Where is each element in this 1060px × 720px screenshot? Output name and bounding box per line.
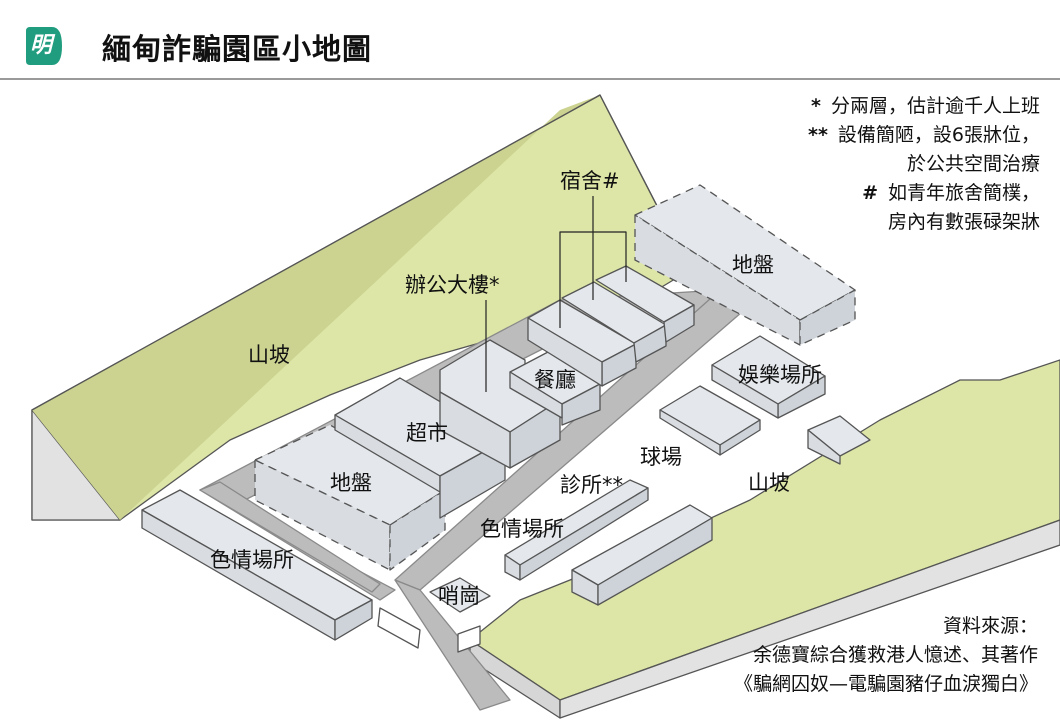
legend-note: *分兩層，估計逾千人上班 — [811, 95, 1040, 117]
adult-venue-left-building — [141, 489, 373, 641]
court-building — [659, 385, 761, 456]
office-building — [439, 339, 561, 469]
hill-right — [469, 359, 1060, 719]
label-land-plot-right: 地盤 — [732, 253, 774, 277]
hill-left — [31, 94, 691, 521]
legend: *分兩層，估計逾千人上班 **設備簡陋，設6張牀位， 於公共空間治療 #如青年旅… — [808, 92, 1040, 237]
legend-note-continued: 房內有數張碌架牀 — [887, 211, 1040, 233]
canteen-building — [509, 351, 601, 426]
adult-venue-center-building — [571, 504, 713, 606]
label-hillside-right: 山坡 — [748, 471, 790, 495]
supermarket-building — [334, 377, 506, 519]
label-dormitory: 宿舍# — [560, 169, 620, 193]
source-credit: 資料來源： 余德寶綜合獲救港人憶述、其著作 《騙網囚奴—電騙園豬仔血淚獨白》 — [734, 612, 1038, 699]
ming-pao-logo — [26, 27, 62, 65]
entertainment-building — [711, 335, 826, 419]
gates — [377, 607, 481, 653]
label-ball-court: 球場 — [640, 445, 682, 469]
clinic-building — [504, 479, 649, 581]
legend-note: **設備簡陋，設6張牀位， — [808, 124, 1040, 146]
compound-diagram — [31, 94, 1060, 719]
source-line: 《騙網囚奴—電騙園豬仔血淚獨白》 — [733, 673, 1038, 695]
header: 明 緬甸詐騙園區小地圖 — [0, 0, 1060, 80]
land-plot-left — [254, 424, 446, 571]
label-adult-venue-left: 色情場所 — [210, 548, 294, 572]
land-plot-right — [634, 184, 856, 346]
label-office-building: 辦公大樓* — [405, 273, 500, 297]
label-adult-venue-center: 色情場所 — [480, 517, 564, 541]
label-supermarket: 超市 — [406, 421, 448, 445]
label-land-plot-left: 地盤 — [330, 471, 372, 495]
label-canteen: 餐廳 — [534, 368, 576, 392]
label-entertainment: 娛樂場所 — [738, 363, 822, 387]
sentry-post-building — [429, 577, 491, 613]
hill-small-building — [807, 415, 871, 465]
label-sentry-post: 哨崗 — [438, 584, 480, 608]
source-line: 資料來源： — [942, 615, 1038, 637]
label-hillside-left: 山坡 — [248, 343, 290, 367]
source-line: 余德寶綜合獲救港人憶述、其著作 — [752, 644, 1038, 666]
leader-lines — [485, 196, 627, 392]
logo-character: 明 — [29, 33, 52, 58]
title-divider — [0, 78, 1060, 80]
label-clinic: 診所** — [560, 473, 623, 497]
page-title: 緬甸詐騙園區小地圖 — [102, 32, 373, 66]
legend-note: #如青年旅舍簡樸， — [862, 182, 1040, 204]
legend-note-continued: 於公共空間治療 — [906, 153, 1040, 175]
dormitory-buildings — [527, 265, 695, 387]
